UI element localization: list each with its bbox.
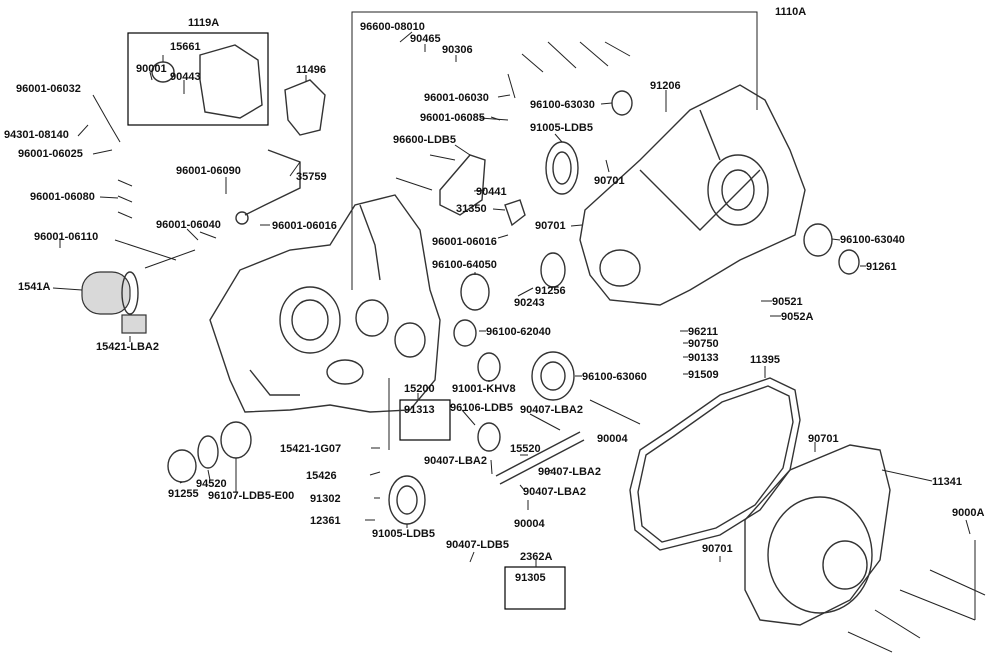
label-96211: 96211 <box>688 326 718 338</box>
label-90750: 90750 <box>688 338 719 350</box>
shaft-15520 <box>495 431 581 477</box>
label-91005-LDB5-b: 91005-LDB5 <box>372 528 435 540</box>
label-91206: 91206 <box>650 80 681 92</box>
label-90701-a: 90701 <box>594 175 625 187</box>
label-91005-LDB5-a: 91005-LDB5 <box>530 122 593 134</box>
label-94520: 94520 <box>196 478 227 490</box>
label-96100-62040: 96100-62040 <box>486 326 551 338</box>
bracket-1110A <box>351 11 758 290</box>
label-15426: 15426 <box>306 470 337 482</box>
label-96001-06030: 96001-06030 <box>424 92 489 104</box>
label-11395: 11395 <box>750 354 780 366</box>
leader-lines <box>52 31 971 567</box>
bolts-right-top <box>395 41 631 191</box>
label-90407-LBA2-d: 90407-LBA2 <box>523 486 586 498</box>
label-35759: 35759 <box>296 171 327 183</box>
label-96001-06025: 96001-06025 <box>18 148 83 160</box>
label-96001-06090: 96001-06090 <box>176 165 241 177</box>
label-91261: 91261 <box>866 261 897 273</box>
left-crankcase <box>209 194 441 413</box>
label-90521: 90521 <box>772 296 803 308</box>
label-90407-LDB5: 90407-LDB5 <box>446 539 509 551</box>
label-31350: 31350 <box>456 203 487 215</box>
label-9000A: 9000A <box>952 507 984 519</box>
label-1110A: 1110A <box>775 6 806 18</box>
label-90407-LBA2-a: 90407-LBA2 <box>520 404 583 416</box>
part-labels: 1119A 15661 90001 90443 11496 96001-0603… <box>4 6 984 584</box>
box-15200 <box>399 399 451 441</box>
label-96106-LDB5: 96106-LDB5 <box>450 402 513 414</box>
box-2362A <box>504 566 566 610</box>
label-90243: 90243 <box>514 297 545 309</box>
label-90443: 90443 <box>170 71 201 83</box>
label-90465: 90465 <box>410 33 441 45</box>
label-96100-63040: 96100-63040 <box>840 234 905 246</box>
label-11496: 11496 <box>296 64 326 76</box>
sensor-35759 <box>244 149 301 216</box>
strainer-15421-LBA2 <box>121 314 147 334</box>
label-15520: 15520 <box>510 443 541 455</box>
label-96100-63030: 96100-63030 <box>530 99 595 111</box>
label-91305: 91305 <box>515 572 546 584</box>
label-15421-LBA2: 15421-LBA2 <box>96 341 159 353</box>
label-90407-LBA2-b: 90407-LBA2 <box>424 455 487 467</box>
right-crankcase <box>579 84 806 306</box>
label-96001-06110: 96001-06110 <box>34 231 98 243</box>
label-91256: 91256 <box>535 285 566 297</box>
label-96001-06032: 96001-06032 <box>16 83 81 95</box>
label-15421-1G07: 15421-1G07 <box>280 443 341 455</box>
label-90441: 90441 <box>476 186 507 198</box>
bolts-left <box>109 124 217 269</box>
label-96001-06080: 96001-06080 <box>30 191 95 203</box>
gasket-11395 <box>629 377 801 551</box>
label-91302: 91302 <box>310 493 341 505</box>
label-15200: 15200 <box>404 383 435 395</box>
label-91001-KHV8: 91001-KHV8 <box>452 383 516 395</box>
label-90701-d: 90701 <box>702 543 733 555</box>
label-90004-a: 90004 <box>597 433 628 445</box>
sensor-31350 <box>504 199 526 227</box>
gasket-11496 <box>284 79 326 136</box>
label-91255: 91255 <box>168 488 199 500</box>
label-96001-06085: 96001-06085 <box>420 112 485 124</box>
label-96600-LDB5: 96600-LDB5 <box>393 134 456 146</box>
label-90133: 90133 <box>688 352 719 364</box>
label-91509: 91509 <box>688 369 719 381</box>
label-15661: 15661 <box>170 41 201 53</box>
label-96001-06016-a: 96001-06016 <box>272 220 337 232</box>
cover-1119A <box>199 44 263 119</box>
label-96600-08010: 96600-08010 <box>360 21 425 33</box>
label-90004-b: 90004 <box>514 518 545 530</box>
label-94301-08140: 94301-08140 <box>4 129 69 141</box>
label-2362A: 2362A <box>520 551 552 563</box>
label-11341: 11341 <box>932 476 962 488</box>
label-96001-06016-b: 96001-06016 <box>432 236 497 248</box>
label-90701-b: 90701 <box>535 220 566 232</box>
oil-filter-1541A <box>81 271 139 315</box>
label-1119A: 1119A <box>188 17 219 29</box>
label-12361: 12361 <box>310 515 341 527</box>
label-90306: 90306 <box>442 44 473 56</box>
label-96100-63060: 96100-63060 <box>582 371 647 383</box>
label-1541A: 1541A <box>18 281 50 293</box>
label-91313: 91313 <box>404 404 435 416</box>
label-96107-LDB5-E00: 96107-LDB5-E00 <box>208 490 294 502</box>
label-96100-64050: 96100-64050 <box>432 259 497 271</box>
label-90407-LBA2-c: 90407-LBA2 <box>538 466 601 478</box>
label-90001: 90001 <box>136 63 167 75</box>
label-9052A: 9052A <box>781 311 813 323</box>
box-1119A <box>127 32 269 126</box>
clutch-cover-11341 <box>744 444 891 626</box>
bolts-cover <box>847 540 986 653</box>
label-90701-c: 90701 <box>808 433 839 445</box>
label-96001-06040: 96001-06040 <box>156 219 221 231</box>
